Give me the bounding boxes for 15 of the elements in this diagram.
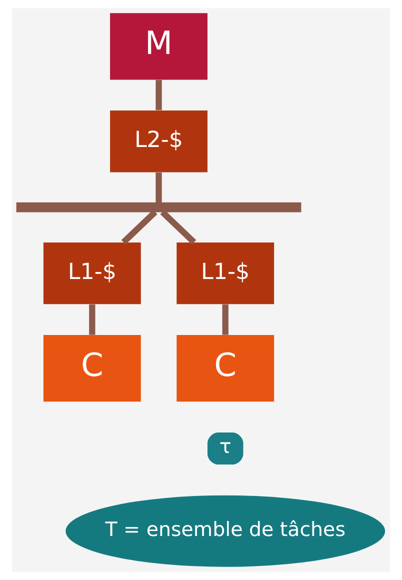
- node-box: τ: [207, 432, 244, 464]
- node-bar: [16, 202, 302, 212]
- node-ellipse: T = ensemble de tâches: [66, 495, 386, 567]
- connector: [156, 80, 162, 110]
- connector: [160, 210, 196, 244]
- node-box: L2-$: [110, 110, 208, 172]
- node-box: L1-$: [43, 242, 141, 304]
- connector: [156, 172, 162, 203]
- connector: [89, 304, 96, 335]
- node-box: C: [43, 335, 141, 402]
- connector: [222, 304, 228, 335]
- node-box: C: [176, 335, 274, 402]
- node-box: L1-$: [176, 242, 274, 304]
- node-box: M: [110, 13, 208, 80]
- connector: [121, 210, 158, 244]
